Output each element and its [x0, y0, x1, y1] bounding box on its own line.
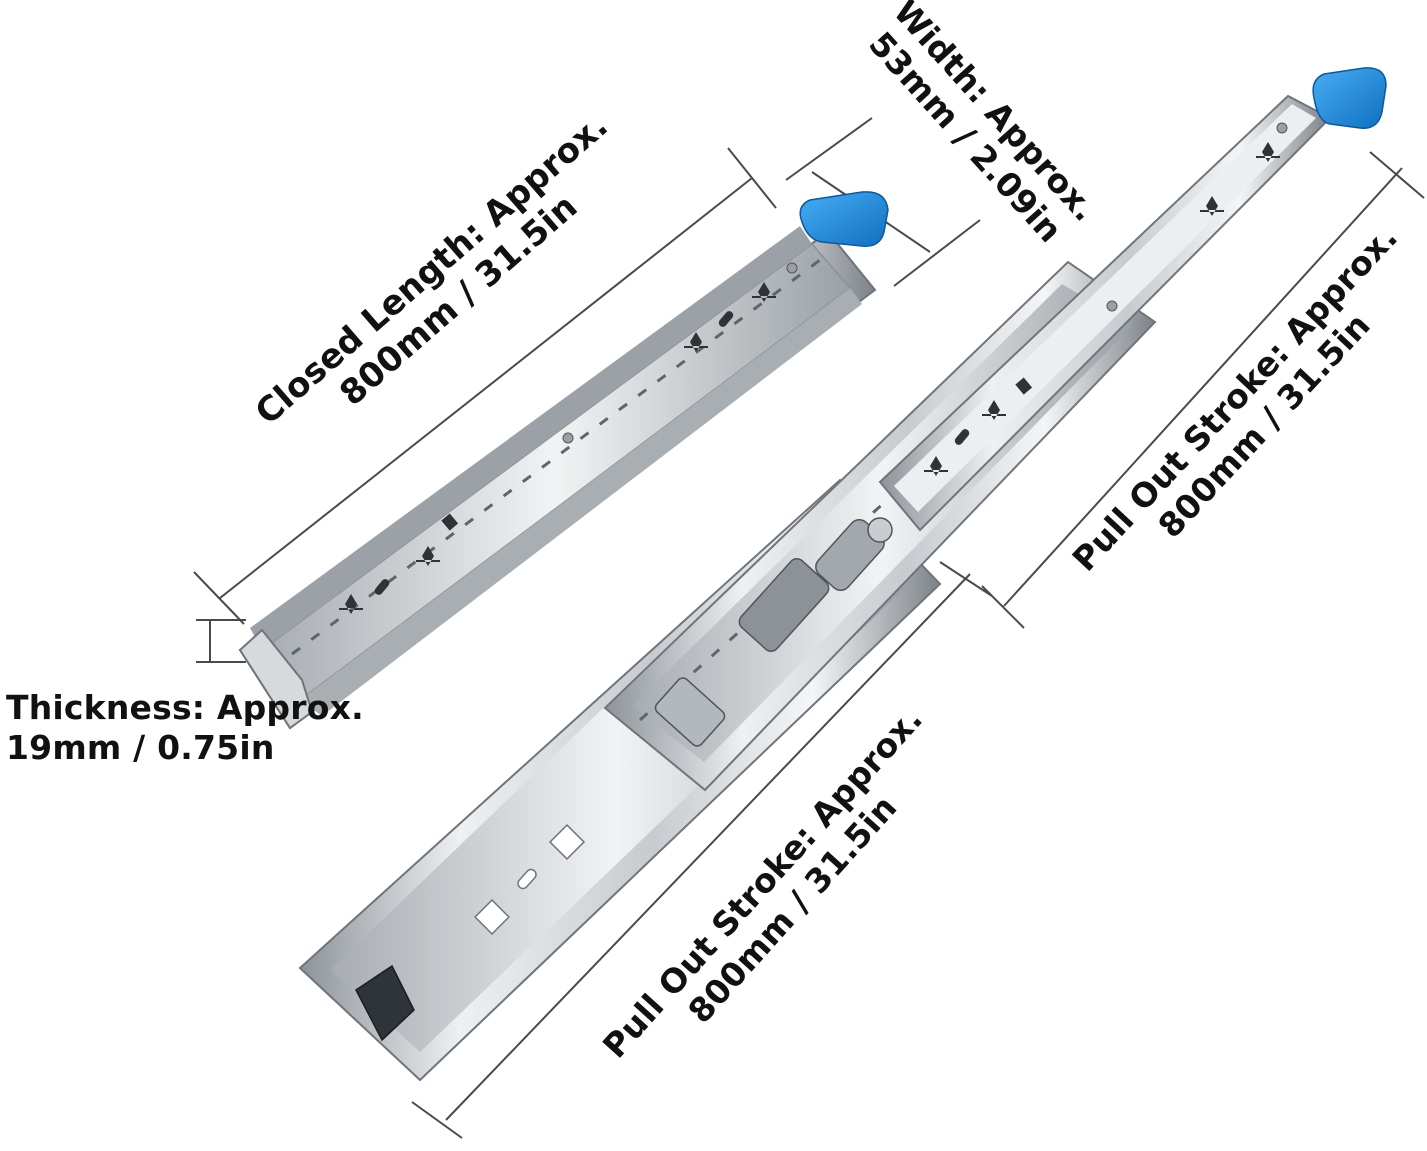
- extended-slide-outer-holes: [473, 823, 586, 936]
- pull-right-dimension-line: [1003, 167, 1403, 607]
- cross-hole: [924, 456, 948, 476]
- cross-hole: [982, 400, 1006, 420]
- closed-length-dimension-line: [219, 177, 753, 599]
- square-hole: [548, 823, 586, 861]
- extended-slide-inner-holes: [924, 122, 1288, 476]
- closed-slide-bearing-track: [291, 252, 829, 656]
- closed-length-start-tick: [193, 571, 245, 625]
- closed-slide-end-profile: [238, 628, 314, 730]
- width-top-tick: [785, 117, 873, 181]
- rivet: [786, 262, 798, 274]
- closed-slide-channel-bottom: [300, 288, 862, 716]
- pull-right-top-tick: [1369, 151, 1425, 199]
- closed-length-end-tick: [727, 147, 777, 209]
- pull-bottom-end-tick: [411, 1101, 463, 1139]
- slot-hole: [374, 579, 390, 595]
- thickness-label: Thickness: Approx. 19mm / 0.75in: [6, 688, 364, 769]
- rivet: [1106, 300, 1118, 312]
- square-hole: [1015, 377, 1033, 395]
- extended-slide-end-catch: [355, 964, 415, 1042]
- rivet: [562, 432, 574, 444]
- dimension-lines: [193, 117, 1425, 1139]
- square-hole: [473, 898, 511, 936]
- closed-slide-channel-top: [250, 226, 812, 650]
- slot-hole: [718, 311, 734, 327]
- closed-drawer-slide: [238, 191, 889, 730]
- pull-bottom-dimension-line: [445, 573, 971, 1121]
- extended-drawer-slide: [298, 67, 1387, 1082]
- rivet: [1276, 122, 1288, 134]
- cross-hole: [752, 282, 776, 302]
- cross-hole: [1200, 196, 1224, 216]
- thickness-label-line1: Thickness: Approx.: [6, 688, 364, 727]
- closed-slide-holes: [339, 262, 798, 614]
- cross-hole: [416, 546, 440, 566]
- thickness-label-line2: 19mm / 0.75in: [6, 728, 275, 768]
- closed-slide-blue-lever: [799, 191, 889, 247]
- slot-hole: [517, 868, 537, 890]
- square-hole: [441, 513, 459, 531]
- pull-bottom-start-tick: [939, 561, 993, 597]
- cross-hole: [684, 332, 708, 352]
- extended-slide-bearing-track: [639, 298, 1113, 722]
- extended-slide-lock-mechanism: [654, 517, 893, 747]
- cross-hole: [1256, 142, 1280, 162]
- slot-hole: [954, 429, 970, 445]
- cross-hole: [339, 594, 363, 614]
- extended-slide-blue-lever: [1312, 67, 1387, 129]
- width-bottom-tick: [893, 219, 981, 287]
